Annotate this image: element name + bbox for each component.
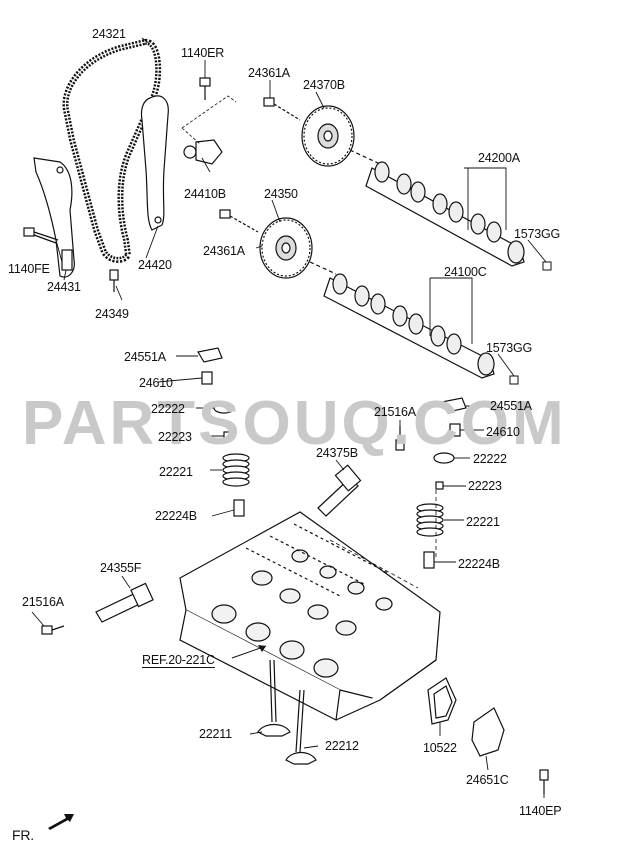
- label-22224B-left: 22224B: [155, 509, 197, 523]
- label-21516A-right: 21516A: [374, 405, 416, 419]
- leader-lines-top: [181, 95, 237, 145]
- valve-22211: [257, 659, 291, 737]
- bolt-1140EP: [539, 769, 549, 794]
- plug-1573GG-mid: [509, 375, 519, 385]
- cam-gear-24350: [259, 217, 313, 279]
- label-24420: 24420: [138, 258, 172, 272]
- label-22224B-right: 22224B: [458, 557, 500, 571]
- label-24375B: 24375B: [316, 446, 358, 460]
- label-22211: 22211: [199, 727, 232, 741]
- label-24321: 24321: [92, 27, 126, 41]
- label-24551A-left: 24551A: [124, 350, 166, 364]
- label-1140FE: 1140FE: [8, 262, 50, 276]
- tensioner-arm-24431: [33, 157, 75, 278]
- bolt-24361A-top: [263, 97, 301, 121]
- label-24349: 24349: [95, 307, 129, 321]
- bolt-24349: [109, 269, 119, 292]
- bolt-24361A-mid: [219, 209, 259, 233]
- label-22222-left: 22222: [151, 402, 185, 416]
- label-1573GG-top: 1573GG: [514, 227, 561, 241]
- label-24361A-mid: 24361A: [203, 244, 245, 258]
- watermark: PARTSOUQ.COM: [22, 389, 567, 458]
- front-arrow-icon: [48, 814, 74, 830]
- valve-22212: [285, 689, 317, 765]
- label-1140ER: 1140ER: [181, 46, 225, 60]
- label-10522: 10522: [423, 741, 457, 755]
- label-24651C: 24651C: [466, 773, 509, 787]
- tensioner-24410B: [183, 77, 223, 165]
- rocker-24551A-right: [441, 397, 467, 413]
- label-1573GG-mid: 1573GG: [486, 341, 533, 355]
- label-24610-left: 24610: [139, 376, 173, 390]
- label-22222-right: 22222: [473, 452, 507, 466]
- label-24410B: 24410B: [184, 187, 226, 201]
- bolt-1140FE: [23, 227, 59, 244]
- chain-guide-24420: [140, 95, 169, 231]
- oil-control-valve-24355F: [95, 582, 154, 623]
- gasket-10522: [427, 677, 457, 725]
- leader-lines: [31, 37, 547, 798]
- cover-24651C: [471, 707, 505, 757]
- cam-gear-24370B: [301, 105, 355, 167]
- lash-adjuster-24610-left: [201, 371, 213, 385]
- label-24100C: 24100C: [444, 265, 487, 279]
- key-22223-left: [223, 431, 232, 440]
- label-24431: 24431: [47, 280, 81, 294]
- seal-22224B-right: [423, 551, 435, 569]
- label-24200A: 24200A: [478, 151, 520, 165]
- camshaft-24200A: [349, 149, 525, 267]
- rocker-24551A-left: [197, 347, 223, 363]
- label-22223-left: 22223: [158, 430, 192, 444]
- front-orientation-label: FR.: [12, 827, 34, 843]
- label-22223-right: 22223: [468, 479, 502, 493]
- label-1140EP: 1140EP: [519, 804, 562, 818]
- group-dashed-lines: [329, 490, 437, 589]
- key-22223-right: [435, 481, 444, 490]
- label-21516A-left: 21516A: [22, 595, 64, 609]
- label-24355F: 24355F: [100, 561, 142, 575]
- reference-link[interactable]: REF.20-221C: [142, 653, 215, 668]
- label-24361A-top: 24361A: [248, 66, 290, 80]
- label-22212: 22212: [325, 739, 359, 753]
- spring-22221-right: [416, 503, 444, 537]
- camshaft-24100C: [309, 261, 495, 379]
- cylinder-head: [179, 511, 441, 721]
- bolt-21516A-right: [395, 426, 405, 451]
- label-24610-right: 24610: [486, 425, 520, 439]
- label-22221-right: 22221: [466, 515, 500, 529]
- plug-1573GG-top: [542, 261, 552, 271]
- spring-22221-left: [222, 453, 250, 487]
- label-22221-left: 22221: [159, 465, 193, 479]
- seal-22224B-left: [233, 499, 245, 517]
- oil-control-valve-24375B: [317, 464, 362, 517]
- bolt-21516A-left: [41, 625, 65, 635]
- label-24370B: 24370B: [303, 78, 345, 92]
- label-24350: 24350: [264, 187, 298, 201]
- label-24551A-right: 24551A: [490, 399, 532, 413]
